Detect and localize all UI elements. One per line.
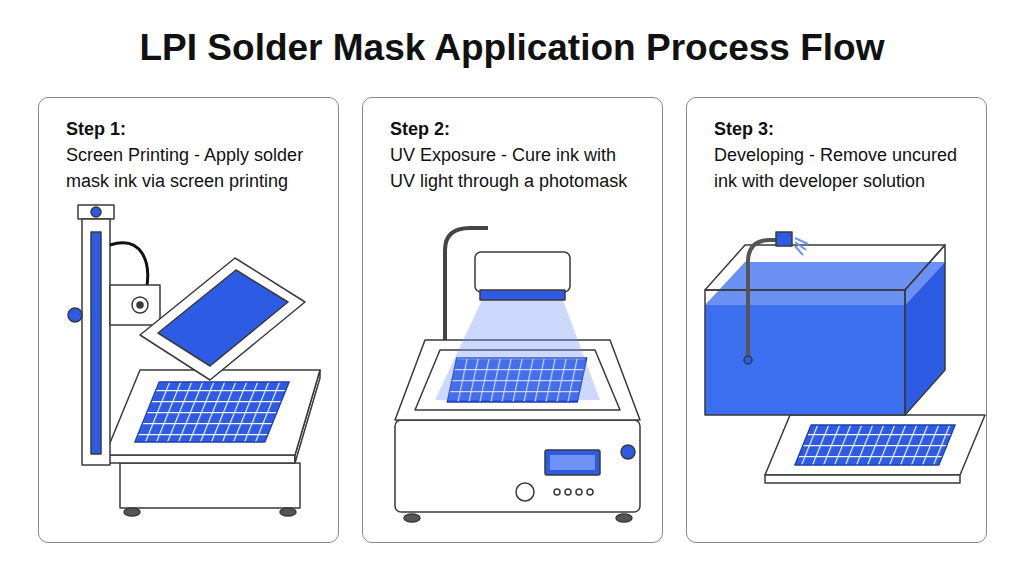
step-panel: Step 3:Developing - Remove uncured ink w… <box>686 97 987 543</box>
step-panel: Step 1:Screen Printing - Apply solder ma… <box>38 97 339 543</box>
step-heading: Step 1: <box>66 116 318 142</box>
step-heading: Step 2: <box>390 116 642 142</box>
step-panel: Step 2:UV Exposure - Cure ink with UV li… <box>362 97 663 543</box>
step-description: Developing - Remove uncured ink with dev… <box>714 142 966 194</box>
step-description: Screen Printing - Apply solder mask ink … <box>66 142 318 194</box>
step-description: UV Exposure - Cure ink with UV light thr… <box>390 142 642 194</box>
diagram-title: LPI Solder Mask Application Process Flow <box>0 26 1024 70</box>
step-heading: Step 3: <box>714 116 966 142</box>
